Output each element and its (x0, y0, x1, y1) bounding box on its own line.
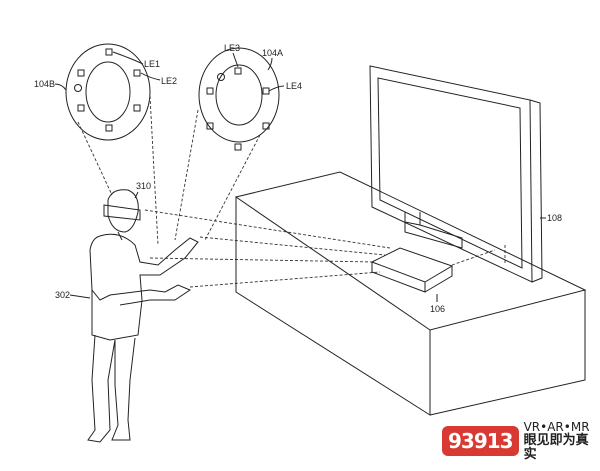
watermark-line1: VR•AR•MR (523, 420, 590, 434)
watermark-text: VR•AR•MR 眼见即为真实 (524, 420, 600, 462)
label-le1: LE1 (144, 59, 160, 69)
label-le4: LE4 (286, 81, 302, 91)
label-le3: LE3 (224, 43, 240, 53)
label-le2: LE2 (161, 76, 177, 86)
controller-ring-104a (198, 47, 285, 151)
controller-ring-104b (54, 43, 161, 141)
display-108 (369, 65, 546, 283)
watermark: 93913 VR•AR•MR 眼见即为真实 (442, 420, 600, 462)
label-302: 302 (55, 290, 70, 300)
label-106: 106 (430, 304, 445, 314)
watermark-line2: 眼见即为真实 (523, 433, 589, 462)
label-104a: 104A (262, 48, 283, 58)
watermark-logo: 93913 (442, 426, 519, 456)
console-106 (370, 247, 454, 302)
user-302 (69, 189, 199, 443)
tracking-lines (77, 95, 506, 288)
tv-stand-table (234, 171, 587, 416)
label-108: 108 (547, 213, 562, 223)
label-310: 310 (136, 181, 151, 191)
label-104b: 104B (34, 79, 55, 89)
